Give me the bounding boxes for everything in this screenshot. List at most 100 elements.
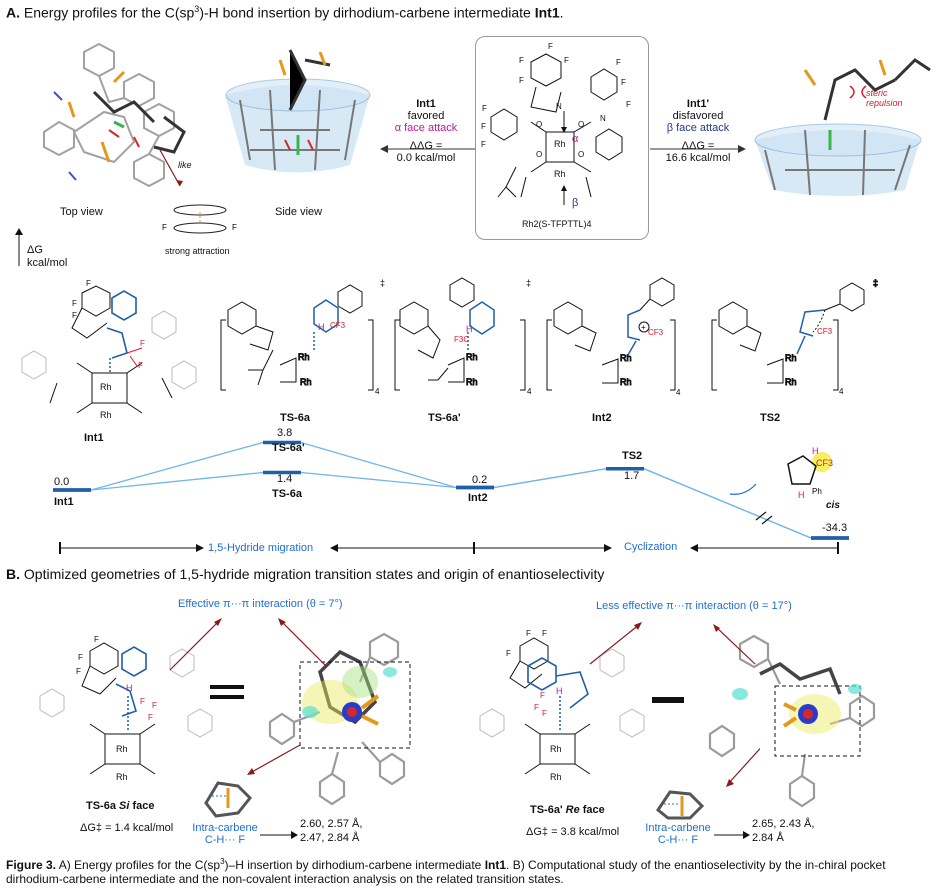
svg-text:F: F — [94, 635, 99, 644]
svg-text:‡: ‡ — [873, 278, 878, 288]
stage-cyclization: Cyclization — [624, 541, 678, 553]
left-ts-energy: ΔG‡ = 1.4 kcal/mol — [80, 822, 174, 834]
svg-text:Rh: Rh — [785, 353, 797, 363]
right-nci-model — [700, 614, 905, 824]
svg-text:Rh: Rh — [550, 744, 562, 754]
figure-caption: Figure 3. A) Energy profiles for the C(s… — [6, 857, 886, 886]
svg-text:F: F — [626, 100, 631, 109]
axis-break-mark — [755, 511, 773, 525]
svg-text:N: N — [556, 102, 562, 111]
svg-text:F: F — [506, 649, 511, 658]
svg-text:CF3: CF3 — [330, 321, 346, 330]
svg-text:4: 4 — [839, 387, 844, 396]
svg-text:F: F — [481, 122, 486, 131]
left-brace — [258, 824, 298, 844]
svg-text:F: F — [482, 104, 487, 113]
svg-text:F: F — [542, 629, 547, 638]
svg-text:Rh: Rh — [620, 353, 632, 363]
svg-text:F: F — [540, 691, 545, 700]
left-inset-model — [198, 768, 260, 823]
right-ts-name: TS-6a' Re face — [530, 804, 605, 816]
path-segment-1-3 — [643, 468, 812, 539]
svg-text:H: H — [466, 324, 473, 334]
svg-text:F: F — [534, 703, 539, 712]
energy-profile-chart — [40, 420, 920, 565]
svg-text:+: + — [641, 323, 646, 332]
right-dist-2: 2.84 Å — [752, 832, 784, 844]
ts6a-value: 1.4 — [277, 473, 293, 485]
svg-text:Rh: Rh — [466, 377, 478, 387]
left-dist-2: 2.47, 2.84 Å — [300, 832, 360, 844]
int2-value: 0.2 — [472, 474, 488, 486]
svg-text:4: 4 — [676, 388, 681, 397]
minus-sign — [652, 690, 684, 703]
svg-text:Rh: Rh — [466, 352, 478, 362]
svg-text:F: F — [519, 76, 524, 85]
ts6ap-value: 3.8 — [277, 427, 293, 439]
ts2-level-label: TS2 — [622, 450, 643, 462]
equals-sign — [210, 685, 244, 699]
left-dist-1: 2.60, 2.57 Å, — [300, 818, 363, 830]
dg-axis-arrow — [14, 228, 24, 266]
ts6a-level-label: TS-6a — [272, 488, 302, 500]
side-view-model — [210, 40, 385, 200]
svg-text:N: N — [600, 114, 606, 123]
product-value: -34.3 — [822, 522, 848, 534]
left-interaction-label: Effective π···π interaction (θ = 7°) — [178, 598, 343, 610]
left-arrow — [380, 140, 475, 153]
like-arrow — [150, 149, 240, 187]
svg-text:F: F — [621, 78, 626, 87]
int2-level-label: Int2 — [468, 492, 488, 504]
svg-text:O: O — [578, 120, 584, 129]
top-view-label: Top view — [60, 206, 103, 218]
alpha-label: α — [572, 133, 579, 145]
svg-text:Rh: Rh — [550, 772, 562, 782]
left-pointer-arrows — [150, 610, 450, 800]
svg-text:F3C: F3C — [454, 335, 469, 344]
right-brace — [712, 824, 752, 844]
path-segment-1-0 — [90, 471, 264, 491]
right-ts-energy: ΔG‡ = 3.8 kcal/mol — [526, 826, 620, 838]
right-pointer-arrows — [580, 612, 776, 802]
int2-structure: Rh Rh + CF3 4 — [540, 275, 690, 410]
svg-text:O: O — [536, 150, 542, 159]
int2-structure-label: Int2 — [592, 412, 612, 424]
dg-label: ΔG — [27, 244, 43, 256]
repulsion-icon — [848, 82, 868, 102]
svg-text:F: F — [162, 223, 167, 232]
svg-text:CF3: CF3 — [648, 328, 664, 337]
svg-text:‡: ‡ — [380, 278, 385, 288]
ts2-structure-label: TS2 — [760, 412, 781, 424]
svg-text:F: F — [138, 361, 143, 370]
right-arrow — [650, 140, 746, 153]
svg-text:F: F — [542, 709, 547, 718]
cis-label: cis — [826, 500, 840, 511]
svg-text:O: O — [578, 150, 584, 159]
int1-level-label: Int1 — [54, 496, 74, 508]
path-segment-1-1 — [300, 471, 457, 489]
ts2-structure: Rh Rh ‡ CF3 4 — [705, 270, 890, 410]
svg-text:F: F — [548, 42, 553, 51]
right-interaction-label: Less effective π···π interaction (θ = 17… — [596, 600, 792, 612]
svg-text:F: F — [140, 697, 145, 706]
ts6ap-level-label: TS-6a' — [272, 442, 305, 454]
strong-attraction-label: strong attraction — [165, 246, 230, 256]
dg-unit: kcal/mol — [27, 257, 68, 269]
ts6a-structure-label: TS-6a — [280, 412, 310, 424]
svg-text:Rh: Rh — [785, 377, 797, 387]
stage-hydride-migration: 1,5-Hydride migration — [208, 542, 314, 554]
svg-text:Rh: Rh — [116, 744, 128, 754]
steric-repulsion-label: steric repulsion — [866, 88, 903, 108]
svg-text:O: O — [536, 120, 542, 129]
cis-product-structure: CF3 H H Ph — [758, 444, 858, 514]
section-a-title: A. Energy profiles for the C(sp3)-H bond… — [6, 4, 564, 21]
svg-text:4: 4 — [527, 387, 532, 396]
svg-text:F: F — [232, 223, 237, 232]
right-dist-1: 2.65, 2.43 Å, — [752, 818, 815, 830]
left-nci-model — [250, 612, 425, 827]
